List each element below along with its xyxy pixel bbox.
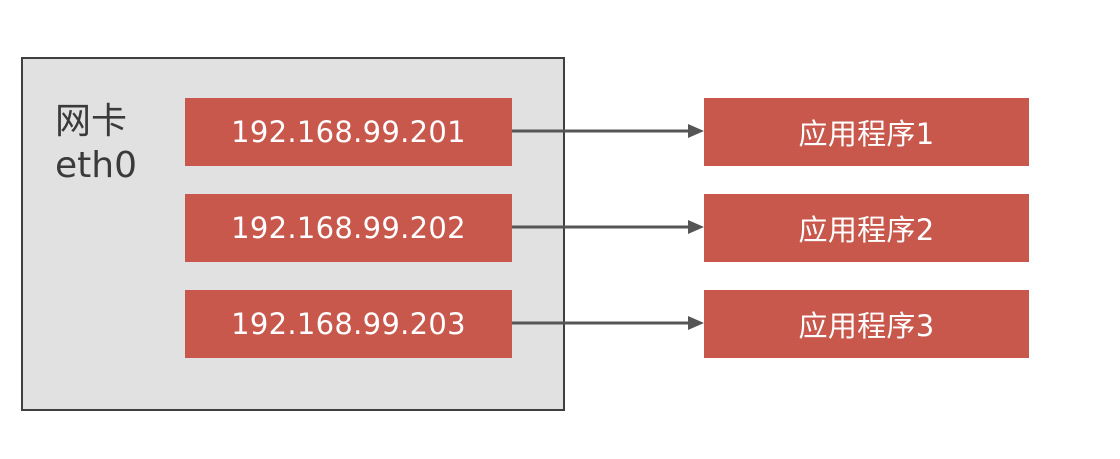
ip-address-box-1: 192.168.99.201	[185, 98, 512, 166]
network-card-label: 网卡 eth0	[55, 100, 137, 188]
application-label-1: 应用程序1	[798, 117, 935, 151]
ip-address-box-3: 192.168.99.203	[185, 290, 512, 358]
application-label-3: 应用程序3	[798, 309, 935, 343]
application-box-3: 应用程序3	[704, 290, 1029, 358]
ip-address-label-3: 192.168.99.203	[231, 307, 466, 341]
application-label-2: 应用程序2	[798, 213, 935, 247]
ip-address-box-2: 192.168.99.202	[185, 194, 512, 262]
ip-address-label-1: 192.168.99.201	[231, 115, 466, 149]
network-card-name: 网卡	[55, 101, 128, 142]
ip-address-label-2: 192.168.99.202	[231, 211, 466, 245]
application-box-2: 应用程序2	[704, 194, 1029, 262]
application-box-1: 应用程序1	[704, 98, 1029, 166]
network-card-interface: eth0	[55, 145, 137, 186]
